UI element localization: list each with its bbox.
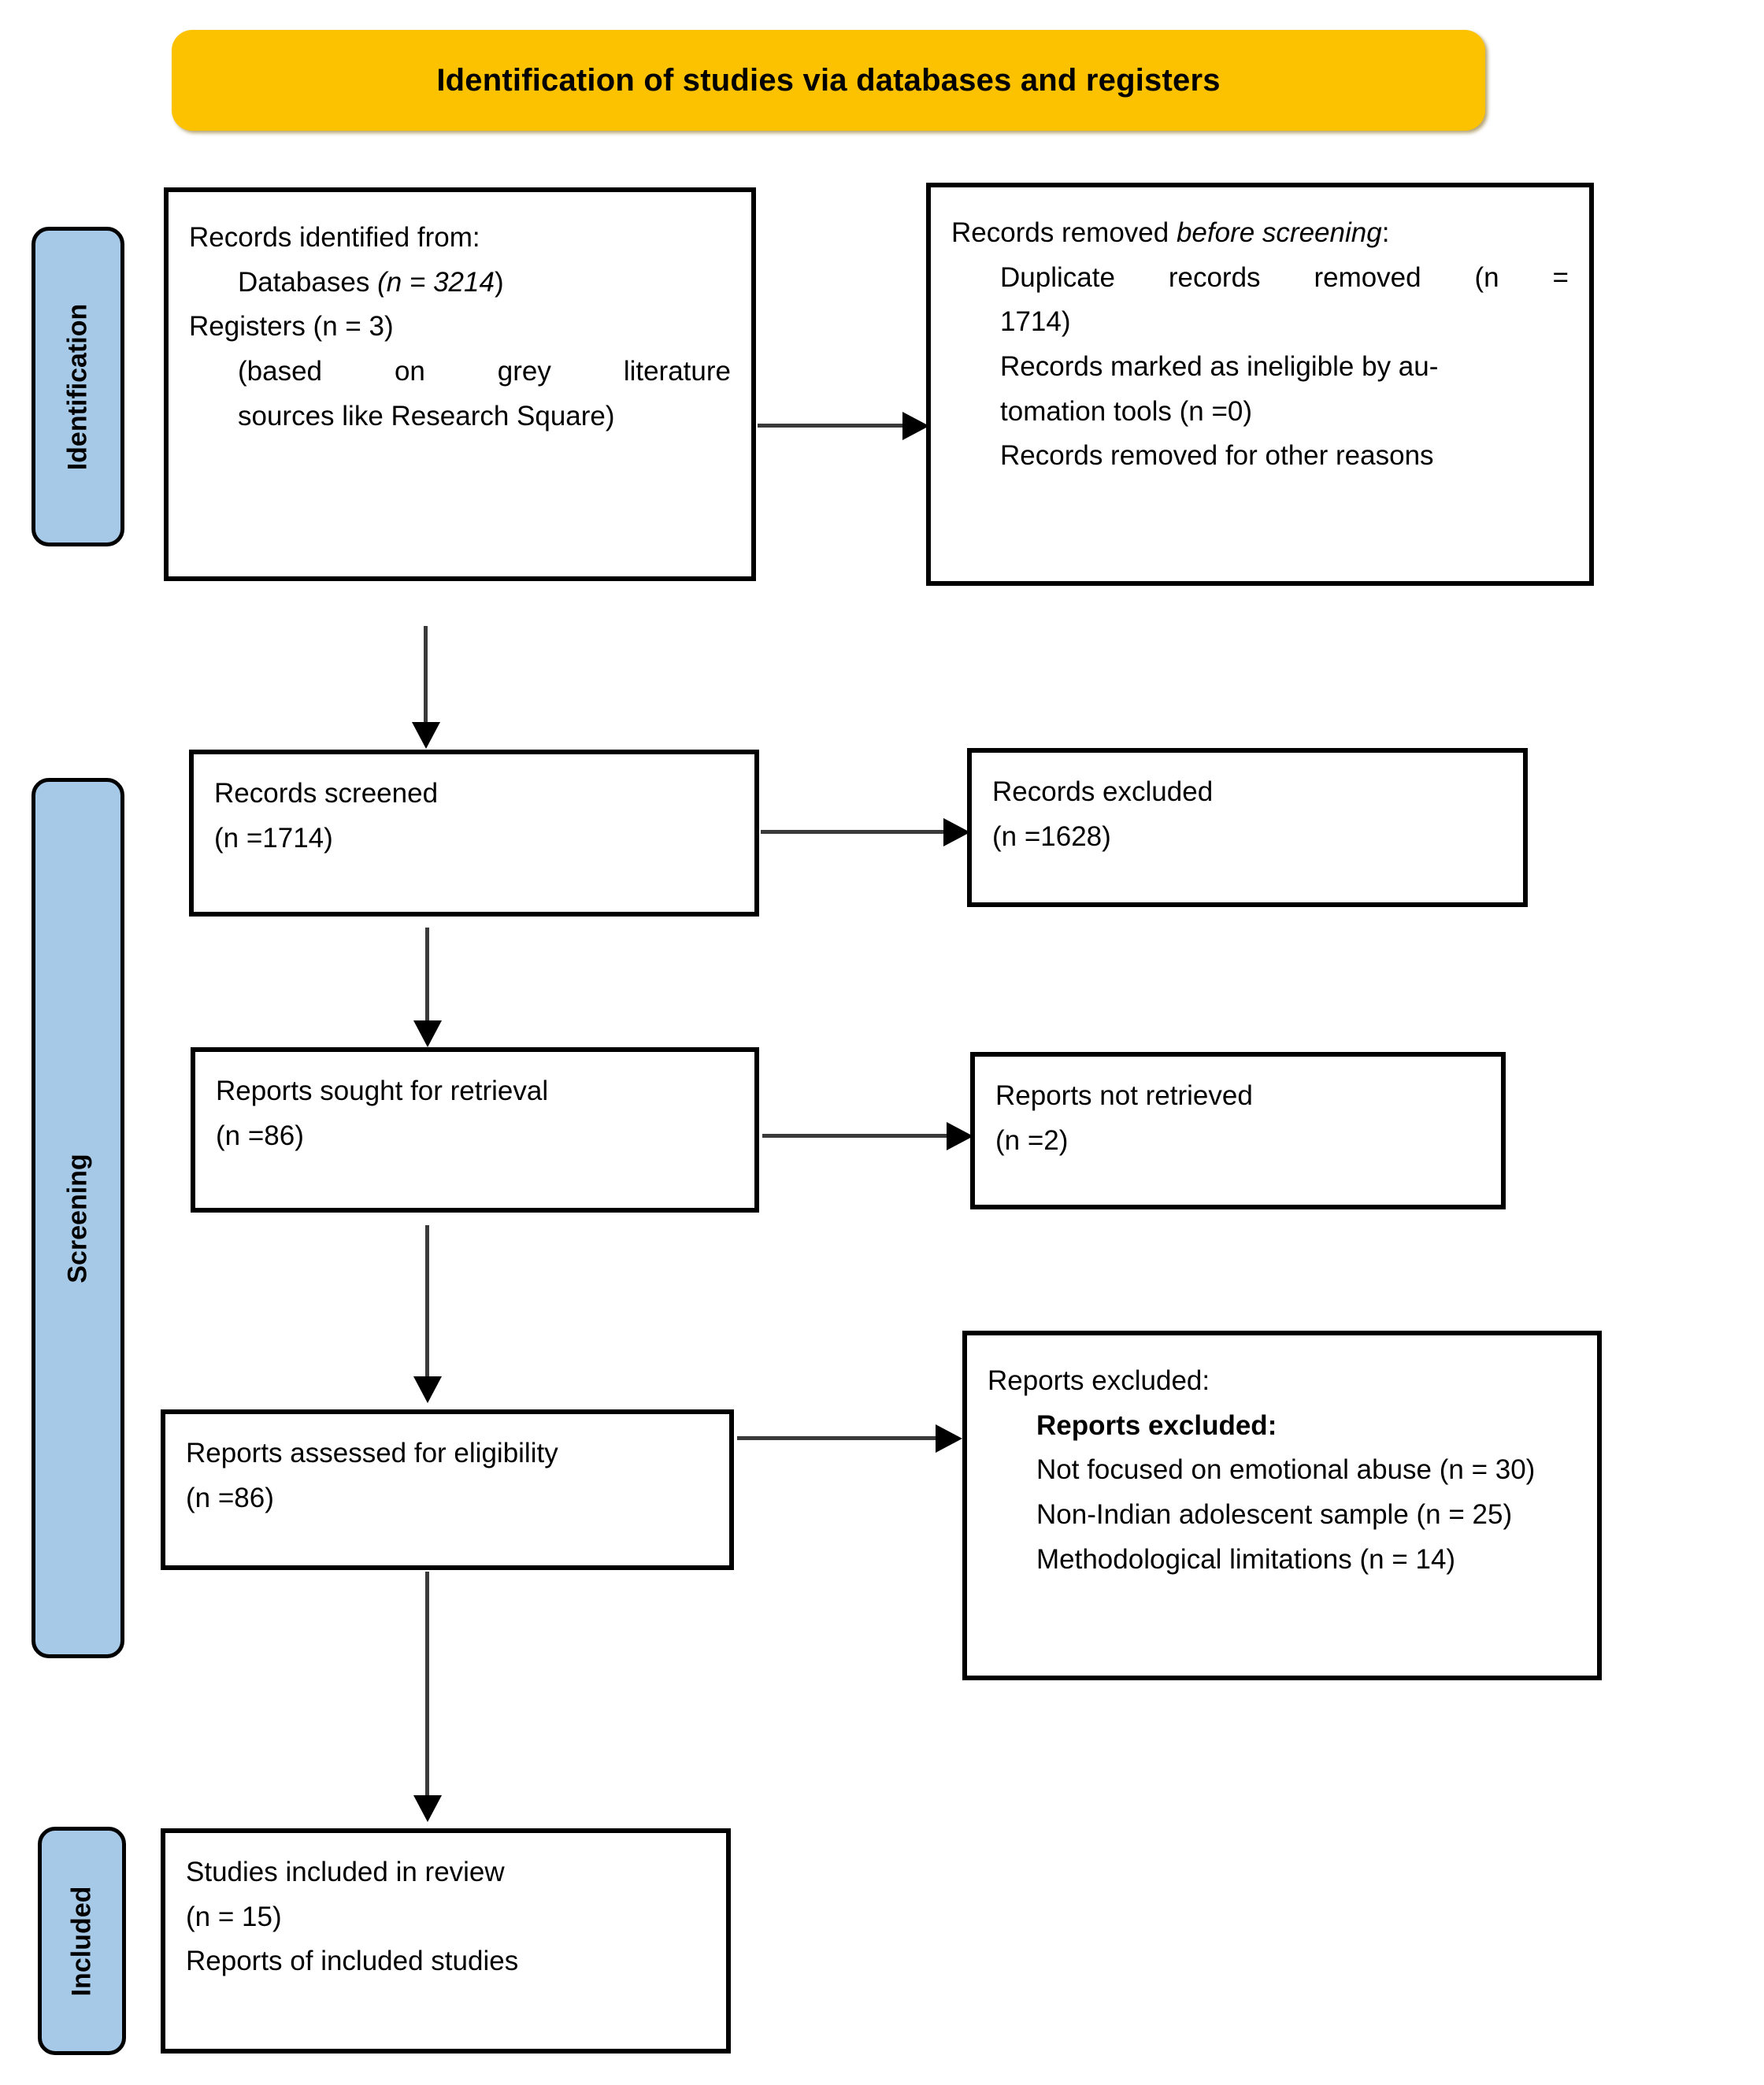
- reports-sought-label: Reports sought for retrieval: [216, 1076, 549, 1106]
- reports-excluded-reason-3: Methodological limitations (n = 14): [1036, 1543, 1456, 1575]
- reports-assessed-count: (n =86): [186, 1482, 274, 1513]
- reports-excluded-reason-2: Non-Indian adolescent sample (n = 25): [1036, 1499, 1513, 1531]
- arrow-shaft: [424, 626, 428, 727]
- box-reports-excluded-reasons: Reports excluded: Reports excluded: Not …: [962, 1331, 1602, 1680]
- arrow-shaft: [425, 928, 429, 1025]
- records-removed-heading: Records removed before screening:: [951, 217, 1390, 248]
- arrow-shaft: [758, 424, 907, 428]
- arrow-screened-to-sought: [413, 928, 442, 1050]
- stage-label-identification: Identification: [62, 303, 93, 470]
- studies-included-count: (n = 15): [186, 1901, 282, 1932]
- records-removed-duplicates-1: Duplicate records removed (n =: [1000, 261, 1569, 293]
- reports-sought-count: (n =86): [216, 1120, 304, 1151]
- records-removed-other-reasons: Records removed for other reasons: [1000, 440, 1434, 472]
- arrow-identified-to-removed: [758, 412, 929, 440]
- records-identified-heading: Records identified from:: [189, 222, 480, 253]
- reports-not-retrieved-label: Reports not retrieved: [995, 1080, 1253, 1111]
- box-records-identified: Records identified from: Databases (n = …: [164, 187, 756, 581]
- arrow-identified-to-screened: [412, 626, 440, 752]
- arrow-assessed-to-reports-excluded: [737, 1424, 965, 1453]
- arrow-sought-to-assessed: [413, 1225, 442, 1406]
- arrow-head: [902, 412, 929, 440]
- box-reports-sought-for-retrieval: Reports sought for retrieval (n =86): [191, 1047, 759, 1213]
- arrow-assessed-to-included: [413, 1572, 442, 1825]
- records-removed-duplicates-2: 1714): [1000, 306, 1071, 338]
- records-screened-count: (n =1714): [214, 822, 333, 854]
- arrow-shaft: [737, 1436, 940, 1440]
- records-screened-label: Records screened: [214, 778, 439, 809]
- records-identified-source-note-2: sources like Research Square): [238, 400, 615, 431]
- stage-bar-screening: Screening: [32, 778, 124, 1658]
- records-excluded-label: Records excluded: [992, 776, 1214, 807]
- records-removed-automation-2: tomation tools (n =0): [1000, 395, 1253, 427]
- stage-label-screening: Screening: [62, 1153, 93, 1283]
- box-reports-assessed-for-eligibility: Reports assessed for eligibility (n =86): [161, 1409, 734, 1570]
- records-identified-databases: Databases (n = 3214): [238, 266, 504, 298]
- arrow-head: [936, 1424, 962, 1453]
- arrow-shaft: [762, 1134, 951, 1138]
- records-excluded-count: (n =1628): [992, 820, 1111, 852]
- stage-bar-identification: Identification: [32, 227, 124, 546]
- arrow-head: [413, 1020, 442, 1047]
- arrow-shaft: [425, 1225, 429, 1381]
- arrow-sought-to-not-retrieved: [762, 1122, 975, 1150]
- arrow-screened-to-excluded: [761, 818, 972, 846]
- stage-bar-included: Included: [38, 1827, 126, 2055]
- reports-excluded-subheading: Reports excluded:: [1036, 1409, 1277, 1441]
- arrow-head: [413, 1376, 442, 1403]
- arrow-head: [412, 722, 440, 749]
- arrow-shaft: [425, 1572, 429, 1800]
- reports-excluded-reason-1: Not focused on emotional abuse (n = 30): [1036, 1454, 1536, 1486]
- records-identified-registers: Registers (n = 3): [189, 311, 394, 343]
- box-records-excluded: Records excluded (n =1628): [967, 748, 1528, 907]
- box-records-screened: Records screened (n =1714): [189, 750, 759, 917]
- records-removed-automation-1: Records marked as ineligible by au-: [1000, 351, 1439, 383]
- arrow-shaft: [761, 830, 948, 834]
- reports-assessed-label: Reports assessed for eligibility: [186, 1438, 558, 1468]
- arrow-head: [413, 1795, 442, 1822]
- reports-of-included-studies-label: Reports of included studies: [186, 1946, 519, 1977]
- box-studies-included-in-review: Studies included in review (n = 15) Repo…: [161, 1828, 731, 2054]
- stage-label-included: Included: [66, 1886, 97, 1996]
- records-identified-source-note-1: (based on grey literature: [238, 356, 731, 387]
- reports-excluded-heading: Reports excluded:: [988, 1365, 1210, 1396]
- reports-not-retrieved-count: (n =2): [995, 1124, 1069, 1156]
- studies-included-label: Studies included in review: [186, 1857, 505, 1887]
- box-records-removed-before-screening: Records removed before screening: Duplic…: [926, 183, 1594, 586]
- box-reports-not-retrieved: Reports not retrieved (n =2): [970, 1052, 1506, 1209]
- arrow-head: [943, 818, 970, 846]
- arrow-head: [947, 1122, 973, 1150]
- page-title: Identification of studies via databases …: [436, 62, 1221, 98]
- header-banner: Identification of studies via databases …: [172, 30, 1485, 131]
